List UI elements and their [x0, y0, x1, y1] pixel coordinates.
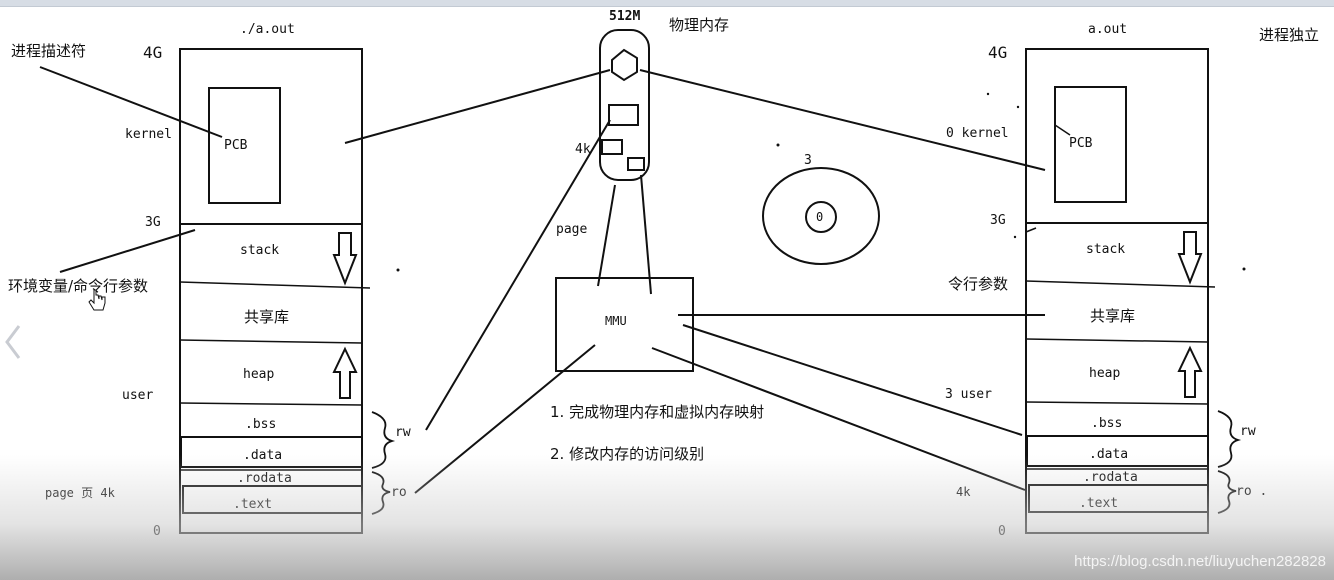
right-seg-rodata: .rodata [1083, 470, 1138, 485]
right-process: a.out 进程独立 4G 0 kernel 3G 3 user 4k 0 令行… [945, 22, 1319, 539]
privilege-ring-outer [762, 167, 880, 265]
window-top-bar [0, 0, 1334, 7]
left-seg-heap: heap [243, 367, 274, 382]
right-rw-label: rw [1240, 424, 1256, 439]
left-seg-data: .data [243, 448, 282, 463]
right-seg-bss: .bss [1091, 416, 1122, 431]
right-heap-up-arrow-icon [1177, 345, 1203, 398]
right-annotation-args: 令行参数 [948, 275, 1008, 293]
right-seg-data: .data [1089, 447, 1128, 462]
right-seg-heap: heap [1089, 366, 1120, 381]
left-seg-stack: stack [240, 243, 279, 258]
note-1: 1. 完成物理内存和虚拟内存映射 [550, 403, 764, 421]
right-label-page-size: 4k [956, 485, 971, 499]
right-annotation-process-indep: 进程独立 [1259, 26, 1319, 44]
left-ro-label: ro [391, 485, 407, 500]
ring-outer-label: 3 [804, 153, 812, 168]
physical-memory-stick [599, 29, 650, 181]
mem-label: 物理内存 [669, 16, 729, 34]
right-seg-shared: 共享库 [1090, 307, 1135, 325]
left-label-4g: 4G [143, 43, 162, 62]
right-pcb-box [1054, 86, 1127, 203]
left-label-page-size: page 页 4k [45, 486, 116, 500]
right-title: a.out [1088, 22, 1127, 37]
left-heap-up-arrow-icon [332, 346, 358, 399]
hexagon-icon [611, 48, 638, 82]
left-title: ./a.out [240, 22, 295, 37]
watermark: https://blog.csdn.net/liuyuchen282828 [1074, 553, 1326, 570]
mapping-lines [344, 69, 1046, 494]
left-label-zero: 0 [153, 524, 161, 539]
left-annotation-process-desc: 进程描述符 [11, 42, 86, 60]
right-ro-brace [1217, 470, 1237, 514]
note-2: 2. 修改内存的访问级别 [550, 445, 704, 463]
left-seg-text: .text [233, 497, 272, 512]
left-rw-label: rw [395, 425, 411, 440]
left-label-3g: 3G [145, 215, 161, 230]
right-label-zero: 0 [998, 524, 1006, 539]
left-pcb-box [208, 87, 281, 204]
right-label-3g: 3G [990, 213, 1006, 228]
right-stack-down-arrow-icon [1177, 231, 1203, 285]
center-physical-memory: 512M 物理内存 4k page MMU 3 0 1. 完成物理内存和虚拟内存… [550, 9, 880, 463]
privilege-ring-inner [805, 201, 837, 233]
page-label: page [556, 222, 587, 237]
hand-cursor-icon [88, 289, 106, 311]
right-label-kernel: 0 kernel [946, 126, 1009, 141]
right-label-user: 3 user [945, 387, 992, 402]
right-rw-brace [1217, 410, 1242, 468]
left-annotation-env-args: 环境变量/命令行参数 [8, 277, 148, 295]
left-seg-shared: 共享库 [244, 308, 289, 326]
right-ro-label: ro . [1236, 484, 1267, 499]
ring-inner-label: 0 [816, 210, 823, 224]
left-process: ./a.out 4G kernel 3G user page 页 4k 0 PC… [8, 22, 411, 539]
left-ro-brace [371, 471, 391, 515]
left-label-kernel: kernel [125, 127, 172, 142]
previous-slide-chevron-icon[interactable] [2, 322, 24, 362]
left-rw-brace [371, 411, 396, 469]
left-label-user: user [122, 388, 153, 403]
left-seg-rodata: .rodata [237, 471, 292, 486]
left-pcb-label: PCB [224, 138, 248, 153]
mmu-box [555, 277, 694, 372]
size-4k-label: 4k [575, 142, 591, 157]
right-seg-text: .text [1079, 496, 1118, 511]
right-pcb-label: PCB [1069, 136, 1093, 151]
left-stack-down-arrow-icon [332, 232, 358, 286]
mem-size-label: 512M [609, 9, 640, 24]
mmu-label: MMU [605, 314, 627, 328]
left-seg-bss: .bss [245, 417, 276, 432]
right-label-4g: 4G [988, 43, 1007, 62]
right-seg-stack: stack [1086, 242, 1125, 257]
